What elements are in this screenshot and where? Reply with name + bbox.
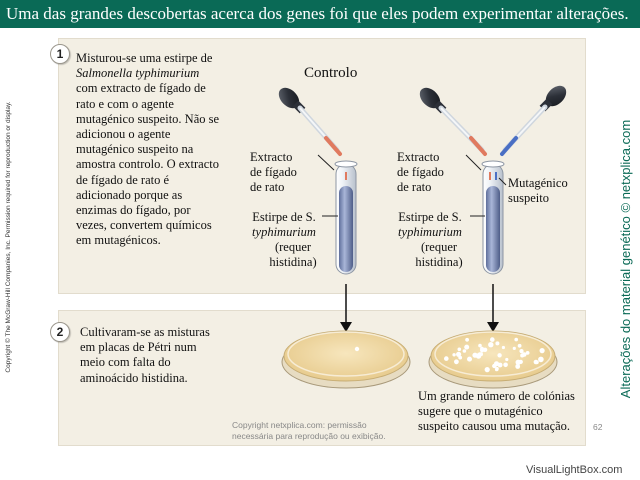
slide-title: Uma das grandes descobertas acerca dos g… [0, 0, 640, 28]
liver-extract-dropper-right [419, 87, 487, 156]
colonies [444, 337, 545, 373]
colony [452, 353, 456, 357]
colony [456, 351, 462, 357]
watermark: VisualLightBox.com [526, 464, 623, 476]
colony [494, 367, 499, 372]
colony [521, 352, 527, 357]
colony [462, 349, 467, 353]
pointer-mutagen [498, 177, 507, 186]
colony [467, 356, 472, 362]
arrow-to-mutagen-plate [487, 284, 499, 332]
colony [494, 361, 499, 367]
colony [464, 344, 470, 350]
petri-dish-control [281, 330, 411, 389]
colony [488, 342, 494, 348]
colony [518, 359, 523, 364]
colony [538, 356, 544, 363]
colony [539, 348, 545, 354]
colony [457, 347, 462, 352]
colony [354, 346, 360, 352]
strain-label-right: Estirpe de S. typhimurium (requer histid… [398, 210, 463, 269]
petri-dish-mutagen [428, 330, 558, 389]
colony [444, 356, 449, 361]
colony [517, 343, 522, 348]
colony [495, 341, 500, 346]
colony [514, 337, 518, 342]
result-note: Um grande número de colónias sugere que … [418, 389, 575, 434]
page-number: 62 [593, 422, 603, 432]
colony [535, 360, 539, 365]
step-1-description: Misturou-se uma estirpe de Salmonella ty… [76, 51, 220, 248]
test-tube-control [334, 160, 358, 275]
colony [515, 364, 521, 369]
footer-copyright: Copyright netxplica.com: permissão neces… [232, 420, 386, 441]
extract-label-left: Extracto de fígado de rato [250, 150, 297, 194]
colony [525, 351, 530, 355]
control-label: Controlo [304, 65, 358, 81]
colony [484, 367, 490, 373]
pointer-extract-left [317, 154, 335, 171]
colony [503, 362, 508, 368]
colony [501, 345, 505, 350]
colony [490, 337, 495, 342]
liver-extract-dropper-left [278, 87, 342, 156]
colony [454, 359, 459, 365]
arrow-to-control-plate [340, 284, 352, 332]
step-2-number: 2 [50, 322, 70, 342]
colony [519, 349, 524, 354]
mutagen-label: Mutagénico suspeito [508, 176, 568, 205]
colony [458, 355, 463, 360]
strain-label-left: Estirpe de S. typhimurium (requer histid… [252, 210, 317, 269]
mutagen-dropper [500, 85, 567, 156]
colony [512, 346, 516, 350]
step-1-number: 1 [50, 44, 70, 64]
step-2-description: Cultivaram-se as misturas em placas de P… [80, 325, 210, 385]
colony [478, 343, 482, 348]
pointer-extract-right [465, 154, 482, 171]
colony [472, 352, 478, 358]
colony [477, 352, 482, 357]
test-tube-mutagen [481, 160, 505, 275]
extract-label-right: Extracto de fígado de rato [397, 150, 444, 194]
colony [465, 337, 469, 342]
colony [505, 357, 509, 362]
colony [480, 348, 485, 353]
colony [497, 353, 502, 358]
